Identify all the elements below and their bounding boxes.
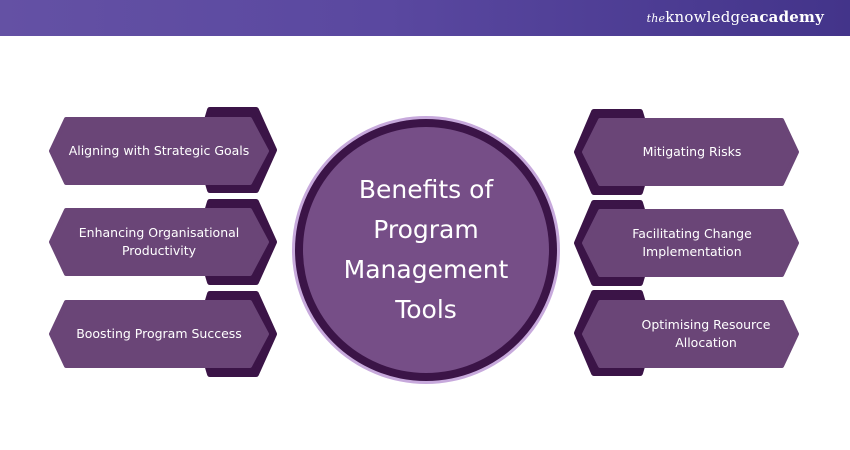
- right-item-3-label: Optimising Resource Allocation: [641, 317, 771, 350]
- left-item-2-label: Enhancing Organisational Productivity: [78, 225, 240, 258]
- brand-name-regular: knowledge: [665, 8, 750, 26]
- header-bar: theknowledgeacademy: [0, 0, 850, 36]
- left-item-3-label: Boosting Program Success: [76, 326, 242, 341]
- left-hexagon-2: [49, 199, 277, 285]
- left-hexagon-1: [49, 107, 277, 193]
- right-item-2-label: Facilitating Change Implementation: [632, 226, 752, 259]
- right-hexagon-3: [574, 290, 799, 376]
- right-hexagon-2: [574, 200, 799, 286]
- right-item-1-label: Mitigating Risks: [642, 144, 742, 159]
- brand-name-bold: academy: [749, 8, 824, 26]
- left-item-1-label: Aligning with Strategic Goals: [68, 143, 250, 158]
- left-hexagon-3: [49, 291, 277, 377]
- center-title: Benefits of Program Management Tools: [343, 175, 509, 324]
- right-hexagon-1: [574, 109, 799, 195]
- center-circle: [303, 127, 549, 373]
- brand-logo[interactable]: theknowledgeacademy: [647, 8, 824, 26]
- brand-prefix: the: [646, 12, 666, 25]
